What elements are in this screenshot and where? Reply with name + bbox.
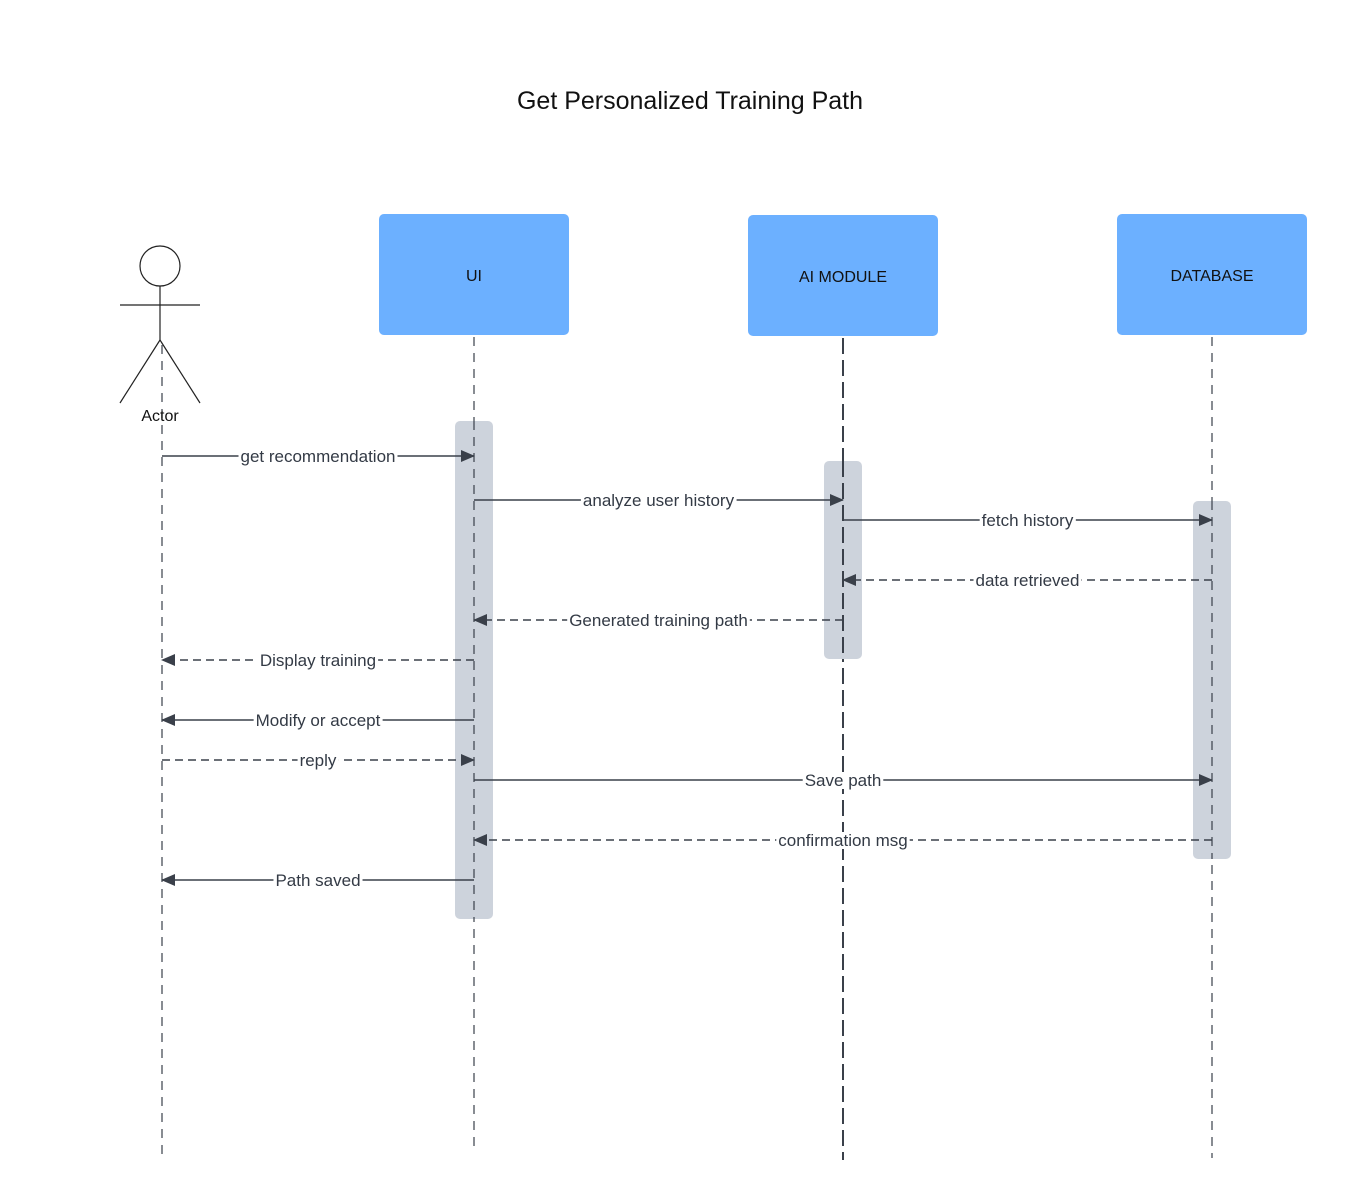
message-label-get-recommendation: get recommendation bbox=[241, 447, 396, 466]
actor-label: Actor bbox=[141, 408, 179, 425]
message-label-bg-confirmation-msg bbox=[776, 832, 910, 849]
participant-database-box bbox=[1117, 214, 1307, 335]
message-label-confirmation-msg: confirmation msg bbox=[778, 831, 907, 850]
messages: get recommendation analyze user history fe… bbox=[161, 447, 1213, 890]
message-label-bg-display-training bbox=[257, 652, 379, 669]
participant-database: DATABASE bbox=[1117, 214, 1307, 335]
participant-database-label: DATABASE bbox=[1171, 268, 1254, 285]
message-label-fetch-history: fetch history bbox=[982, 511, 1074, 530]
participant-ai-module-box bbox=[748, 215, 938, 336]
message-confirmation-msg: confirmation msg bbox=[473, 831, 1212, 850]
message-label-bg-reply bbox=[297, 752, 339, 769]
message-label-bg-modify-or-accept bbox=[253, 712, 383, 729]
diagram-title: Get Personalized Training Path bbox=[517, 87, 863, 115]
message-data-retrieved: data retrieved bbox=[842, 571, 1212, 590]
message-label-bg-fetch-history bbox=[979, 512, 1076, 529]
participant-ui-box bbox=[379, 214, 569, 335]
message-label-bg-data-retrieved bbox=[973, 572, 1082, 589]
message-modify-or-accept: Modify or accept bbox=[161, 711, 474, 730]
message-generated-training-path: Generated training path bbox=[473, 611, 843, 630]
actor-left-leg bbox=[119, 339, 161, 404]
actor-head bbox=[139, 245, 181, 287]
message-label-bg-generated-training-path bbox=[567, 612, 750, 629]
message-label-data-retrieved: data retrieved bbox=[976, 571, 1080, 590]
stick-figure-icon bbox=[119, 245, 201, 404]
message-label-analyze-user-history: analyze user history bbox=[583, 491, 735, 510]
message-label-bg-save-path bbox=[802, 772, 884, 789]
message-fetch-history: fetch history bbox=[843, 511, 1213, 530]
message-analyze-user-history: analyze user history bbox=[474, 491, 844, 510]
participant-ai-module-label: AI MODULE bbox=[799, 269, 887, 286]
participant-ui: UI bbox=[379, 214, 569, 335]
message-label-bg-get-recommendation bbox=[238, 448, 398, 465]
message-label-bg-path-saved bbox=[273, 872, 363, 889]
message-label-display-training: Display training bbox=[260, 651, 376, 670]
message-label-bg-analyze-user-history bbox=[580, 492, 737, 509]
message-label-generated-training-path: Generated training path bbox=[569, 611, 748, 630]
message-label-modify-or-accept: Modify or accept bbox=[256, 711, 381, 730]
message-label-reply: reply bbox=[300, 751, 337, 770]
message-path-saved: Path saved bbox=[161, 871, 474, 890]
message-label-save-path: Save path bbox=[805, 771, 882, 790]
message-label-path-saved: Path saved bbox=[275, 871, 360, 890]
participant-ui-label: UI bbox=[466, 268, 482, 285]
message-display-training: Display training bbox=[161, 651, 474, 670]
message-reply: reply bbox=[162, 751, 475, 770]
actor-right-leg bbox=[159, 339, 201, 404]
participant-ai-module: AI MODULE bbox=[748, 215, 938, 336]
message-save-path: Save path bbox=[474, 771, 1213, 790]
message-get-recommendation: get recommendation bbox=[162, 447, 475, 466]
